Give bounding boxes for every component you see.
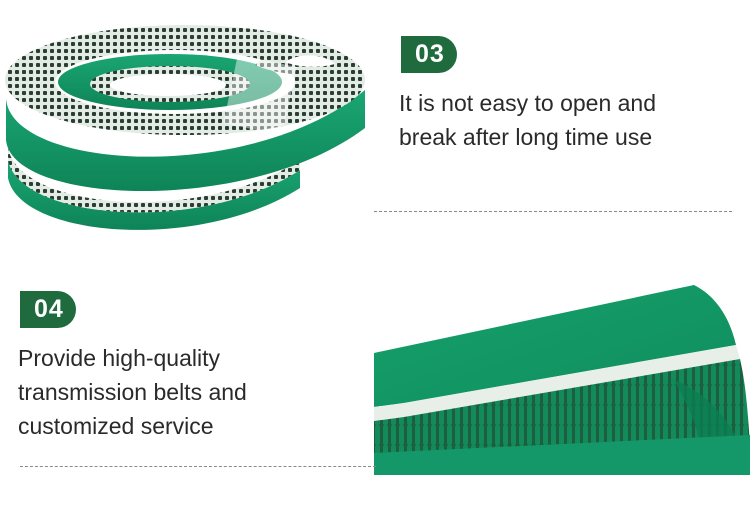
feature-04-line-3: customized service <box>18 413 214 439</box>
feature-04-text: Provide high-quality transmission belts … <box>18 341 247 443</box>
feature-04-badge: 04 <box>20 291 76 328</box>
belt-closeup-photo <box>374 285 750 475</box>
feature-03-text: It is not easy to open and break after l… <box>399 86 656 154</box>
coiled-belts-photo <box>5 25 365 230</box>
feature-03-badge: 03 <box>401 36 457 73</box>
feature-03-line-2: break after long time use <box>399 124 653 150</box>
feature-04-line-1: Provide high-quality <box>18 345 221 371</box>
feature-04-divider <box>20 466 376 467</box>
feature-04-line-2: transmission belts and <box>18 379 247 405</box>
feature-03-line-1: It is not easy to open and <box>399 90 657 116</box>
feature-03-divider <box>374 211 732 212</box>
